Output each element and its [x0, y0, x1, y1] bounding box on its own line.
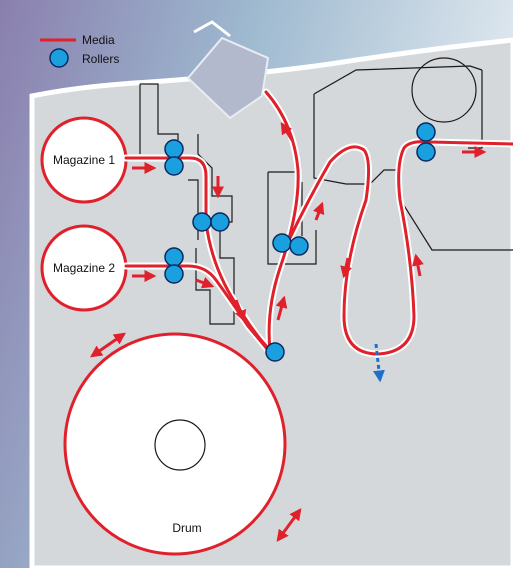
roller-legend-icon	[49, 48, 69, 68]
roller-circle-icon	[265, 342, 285, 362]
arrow-icon	[90, 332, 126, 358]
magazine-2-label: Magazine 2	[53, 261, 115, 275]
roller-circle-icon	[289, 236, 309, 256]
roller-circle-icon	[416, 122, 436, 142]
roller-circle-icon	[192, 212, 212, 232]
arrow-icon	[280, 121, 294, 141]
legend-media-label: Media	[82, 33, 115, 47]
roller-circle-icon	[164, 139, 184, 159]
arrow-icon	[275, 295, 288, 321]
roller-circle-icon	[164, 247, 184, 267]
magazine-1-label: Magazine 1	[53, 153, 115, 167]
cassette-tray	[186, 20, 270, 120]
drum	[63, 332, 287, 556]
drum-hub	[154, 419, 206, 471]
rollers	[164, 122, 436, 362]
roller-circle-icon	[164, 264, 184, 284]
arrow-icon	[313, 201, 325, 221]
roller-circle-icon	[210, 212, 230, 232]
drum-label: Drum	[172, 521, 201, 535]
arrow-icon	[340, 257, 352, 279]
output-arrow-icon	[372, 343, 385, 383]
arrow-icon	[234, 299, 247, 323]
upper-roller-housing	[411, 57, 477, 123]
roller-circle-icon	[416, 142, 436, 162]
legend-rollers-label: Rollers	[82, 52, 119, 66]
roller-circle-icon	[272, 233, 292, 253]
arrow-icon	[276, 508, 302, 542]
arrow-icon	[411, 253, 424, 277]
direction-arrows	[90, 121, 487, 542]
arrow-icon	[195, 277, 215, 289]
roller-circle-icon	[164, 156, 184, 176]
legend: Media Rollers	[40, 33, 119, 68]
